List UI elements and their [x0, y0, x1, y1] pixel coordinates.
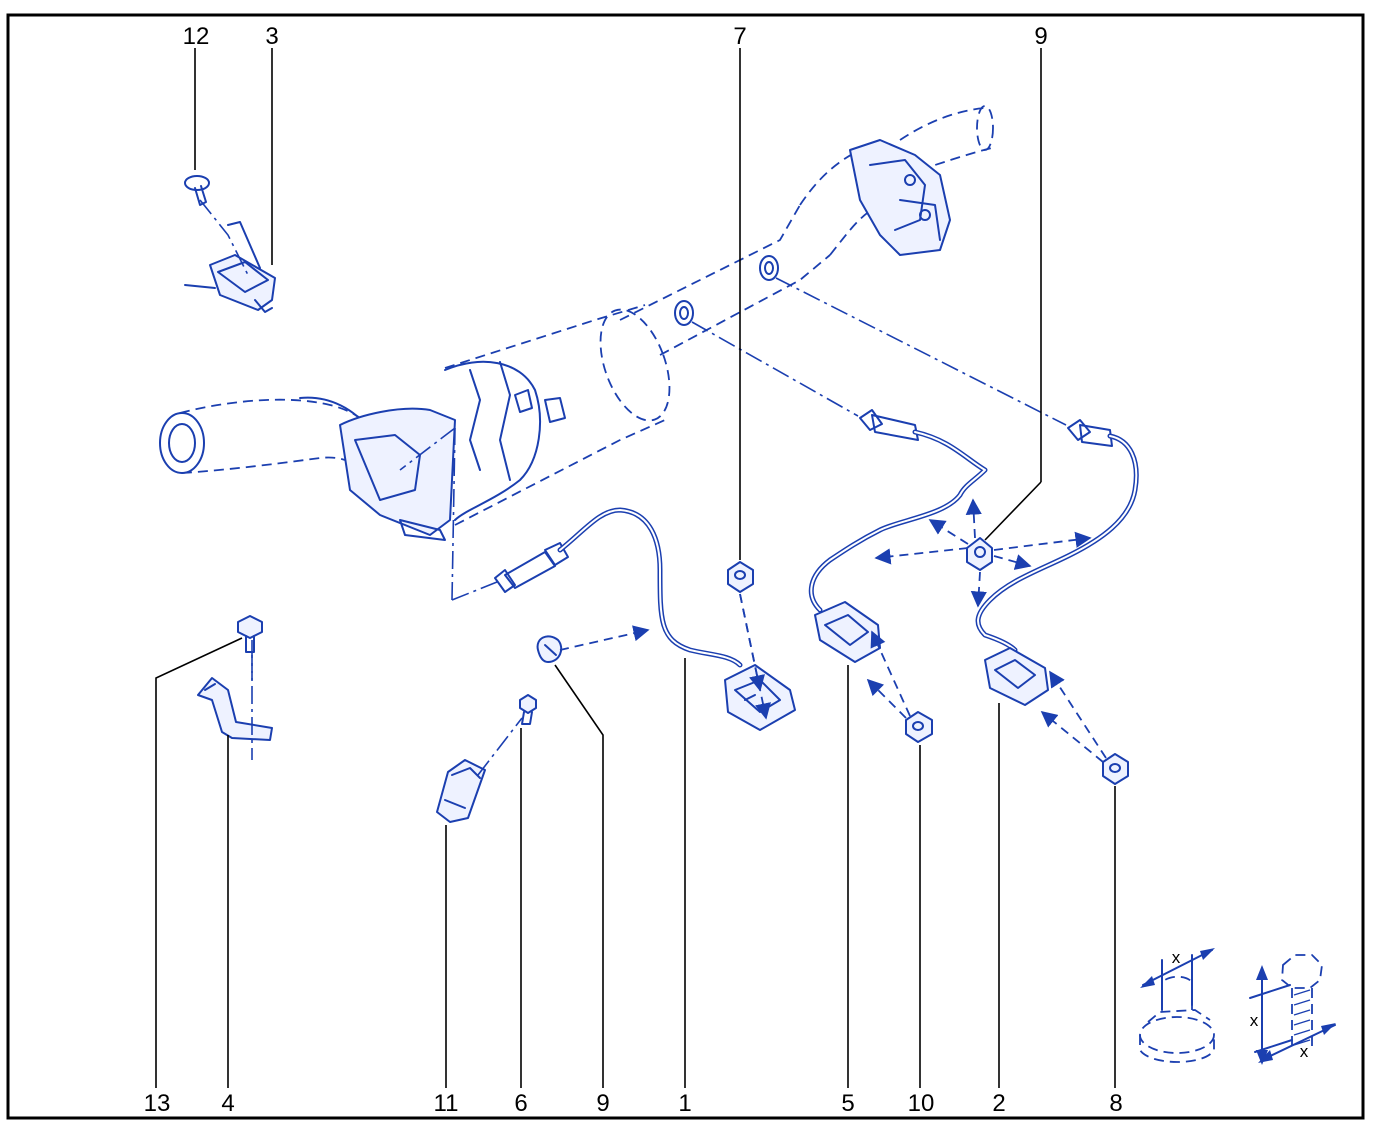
callout-4: 4: [221, 1090, 234, 1117]
bolt-dim-x-diameter: x: [1300, 1042, 1309, 1061]
callout-8: 8: [1109, 1090, 1122, 1117]
bolt-13: [237, 615, 263, 653]
bracket-3: [184, 199, 276, 313]
sensor-11: [436, 759, 486, 823]
oxygen-sensor-5: [808, 409, 988, 663]
bolt-12: [184, 175, 210, 206]
exhaust-pipe-assembly: [159, 105, 994, 541]
callout-5: 5: [841, 1090, 854, 1117]
callout-2: 2: [992, 1090, 1005, 1117]
leader-lines: [155, 48, 1116, 1088]
nut-8: [1102, 753, 1129, 785]
oxygen-sensor-2: [975, 419, 1139, 706]
callout-13: 13: [144, 1090, 171, 1117]
callout-9-bottom: 9: [596, 1090, 609, 1117]
callout-1: 1: [678, 1090, 691, 1117]
bolt-6: [519, 694, 537, 725]
nut-10: [905, 711, 933, 743]
callout-10: 10: [908, 1090, 935, 1117]
nut-7: [727, 561, 754, 593]
diagram-frame: [6, 13, 1365, 1120]
nut-dim-x: x: [1172, 948, 1181, 967]
callout-6: 6: [514, 1090, 527, 1117]
callout-labels: 12 3 7 9 13 4 11 6 9 1 5 10 2 8: [144, 23, 1123, 1117]
bolt-dim-x-length: x: [1250, 1011, 1259, 1030]
bracket-4: [197, 655, 273, 760]
nut-9-right: [966, 537, 993, 571]
oxygen-sensor-1: [494, 507, 796, 731]
callout-7: 7: [733, 23, 746, 50]
callout-3: 3: [265, 23, 278, 50]
clip-9-left: [536, 635, 563, 663]
assembly-lines: [251, 277, 1107, 776]
callout-12: 12: [183, 23, 210, 50]
nut-dimension-detail: x: [1139, 948, 1215, 1063]
bolt-dimension-detail: x x: [1249, 954, 1336, 1065]
callout-11: 11: [434, 1090, 459, 1117]
callout-9-top: 9: [1034, 23, 1047, 50]
